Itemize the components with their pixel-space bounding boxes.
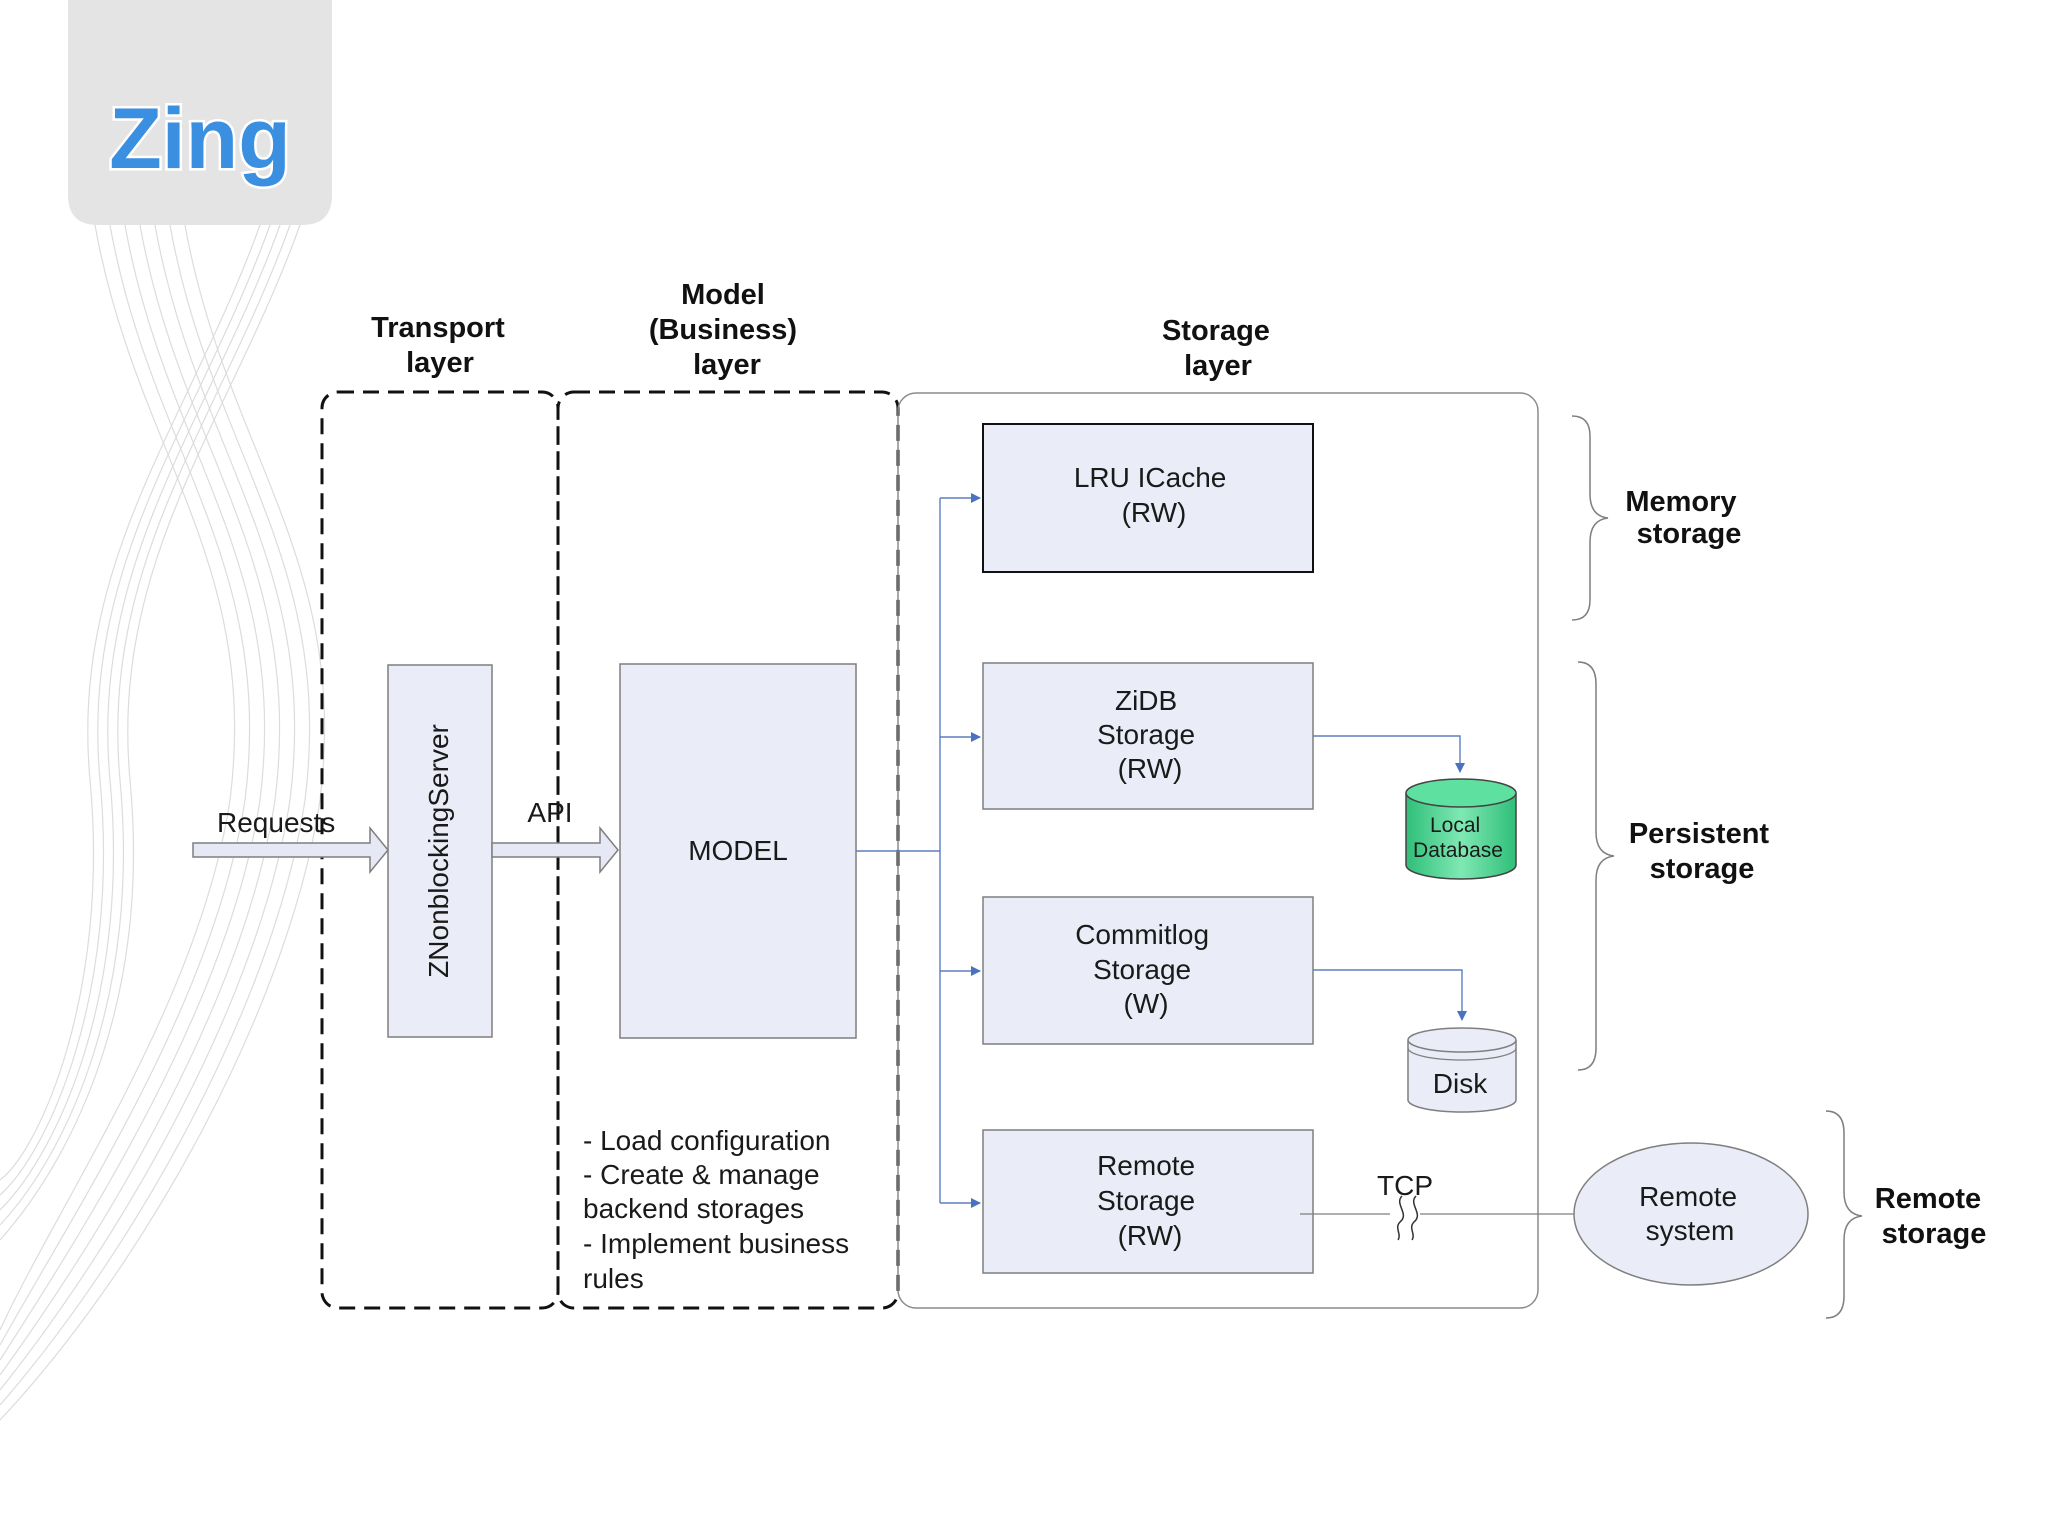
- tcp-connection-line: [1300, 1195, 1575, 1241]
- memory-storage-label: Memory storage: [1625, 486, 1744, 550]
- storage-layer-heading: Storage layer: [1162, 315, 1278, 382]
- remote-storage-group-label: Remote storage: [1875, 1183, 1989, 1250]
- remote-system-label: Remote system: [1639, 1181, 1745, 1246]
- tcp-label: TCP: [1377, 1170, 1433, 1201]
- zing-logo: Zing: [109, 91, 291, 187]
- remote-storage-brace: [1825, 1110, 1863, 1319]
- api-label: API: [527, 797, 572, 828]
- model-layer-heading: Model (Business) layer: [649, 279, 805, 381]
- zidb-storage-label: ZiDB Storage (RW): [1097, 685, 1203, 784]
- commitlog-to-disk-connector: [1313, 969, 1467, 1021]
- persistent-storage-label: Persistent storage: [1629, 818, 1777, 885]
- logo-panel: Zing: [68, 0, 332, 225]
- commitlog-storage-box: [982, 896, 1314, 1045]
- remote-system-node: [1573, 1142, 1809, 1286]
- persistent-storage-brace: [1577, 661, 1615, 1071]
- model-layer-boundary: [556, 390, 900, 1310]
- requests-label: Requests: [217, 807, 335, 838]
- background-wave-decoration: [0, 224, 326, 1421]
- api-arrow: [491, 825, 619, 875]
- requests-arrow: [192, 825, 389, 875]
- znonblocking-server-label: ZNonblockingServer: [423, 724, 454, 978]
- zidb-to-database-connector: [1313, 735, 1465, 773]
- disk-cylinder: [1407, 1027, 1517, 1113]
- lru-icache-label: LRU ICache (RW): [1074, 462, 1234, 528]
- local-database-label: Local Database: [1413, 814, 1503, 862]
- memory-storage-brace: [1571, 415, 1609, 621]
- znonblocking-server-box: [387, 664, 493, 1038]
- model-responsibilities-notes: - Load configuration - Create & manage b…: [583, 1125, 857, 1294]
- remote-storage-label: Remote Storage (RW): [1097, 1150, 1203, 1251]
- transport-layer-heading: Transport layer: [371, 312, 513, 379]
- lru-icache-box: [982, 423, 1314, 573]
- local-database-cylinder: [1405, 778, 1517, 880]
- remote-storage-box: [982, 1129, 1314, 1274]
- model-storage-connectors: [856, 493, 981, 1208]
- disk-label: Disk: [1433, 1068, 1488, 1099]
- model-label: MODEL: [688, 835, 788, 866]
- commitlog-storage-label: Commitlog Storage (W): [1075, 919, 1217, 1019]
- model-box: [619, 663, 857, 1039]
- zidb-storage-box: [982, 662, 1314, 810]
